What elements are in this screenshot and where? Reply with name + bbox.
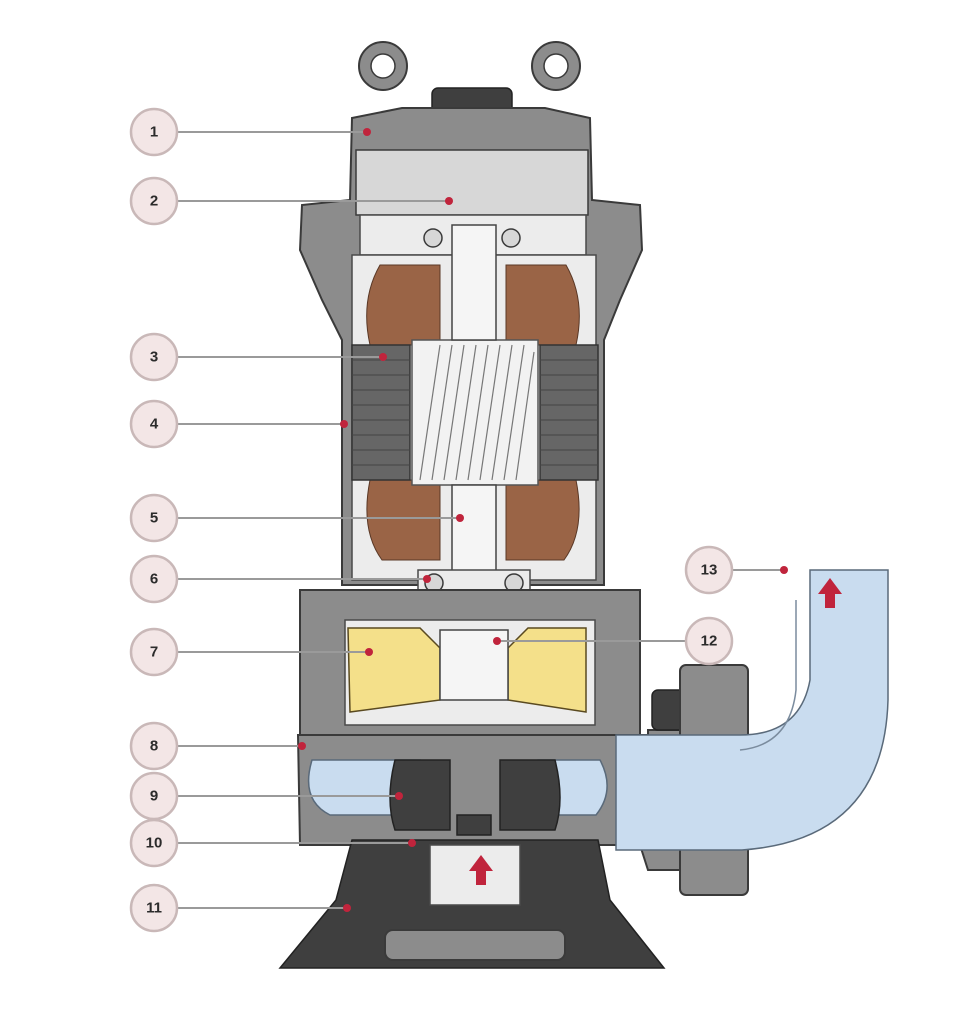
top-chamber (355, 149, 589, 216)
winding-upper-right (505, 264, 580, 346)
callout-8: 8 (129, 721, 179, 771)
callout-11-label: 11 (146, 900, 162, 917)
inlet-flow-arrow (469, 855, 493, 885)
callout-4-label: 4 (150, 416, 159, 433)
impeller-right (499, 759, 561, 831)
callout-2: 2 (129, 176, 179, 226)
callout-1: 1 (129, 107, 179, 157)
callout-3: 3 (129, 332, 179, 382)
stator-laminations (352, 359, 598, 466)
impeller-nut (456, 814, 492, 836)
callout-8-label: 8 (150, 738, 158, 755)
rotor-bars (419, 344, 535, 481)
stator-right (539, 344, 599, 481)
leader-lines (178, 131, 784, 909)
callout-7-label: 7 (150, 644, 158, 661)
callout-7: 7 (129, 627, 179, 677)
base-foot (384, 929, 566, 961)
callout-9-label: 9 (150, 788, 158, 805)
impeller (389, 759, 451, 831)
callout-4: 4 (129, 399, 179, 449)
lifting-eyes (358, 41, 581, 91)
shaft-upper (451, 224, 497, 341)
callout-6: 6 (129, 554, 179, 604)
rotor (411, 339, 539, 486)
winding-lower-left (366, 479, 441, 561)
callout-13: 13 (684, 545, 734, 595)
callout-12-label: 12 (701, 633, 718, 650)
pump-drawing (278, 41, 889, 969)
callout-2-label: 2 (150, 193, 158, 210)
callout-5: 5 (129, 493, 179, 543)
callout-10-label: 10 (146, 835, 163, 852)
winding-lower-right (505, 479, 580, 561)
callout-3-label: 3 (150, 349, 158, 366)
stator-left (351, 344, 411, 481)
pointer-dots (298, 128, 788, 912)
callout-12: 12 (684, 616, 734, 666)
callout-5-label: 5 (150, 510, 158, 527)
inlet-throat (429, 844, 521, 906)
discharge-elbow (615, 569, 889, 851)
outlet-flow-arrow (818, 578, 842, 608)
callout-13-label: 13 (701, 562, 718, 579)
winding-upper-left (366, 264, 441, 346)
callout-11: 11 (129, 883, 179, 933)
mechanical-seal-left (347, 627, 441, 713)
callout-10: 10 (129, 818, 179, 868)
callout-9: 9 (129, 771, 179, 821)
callout-6-label: 6 (150, 571, 158, 588)
callout-1-label: 1 (150, 124, 158, 141)
